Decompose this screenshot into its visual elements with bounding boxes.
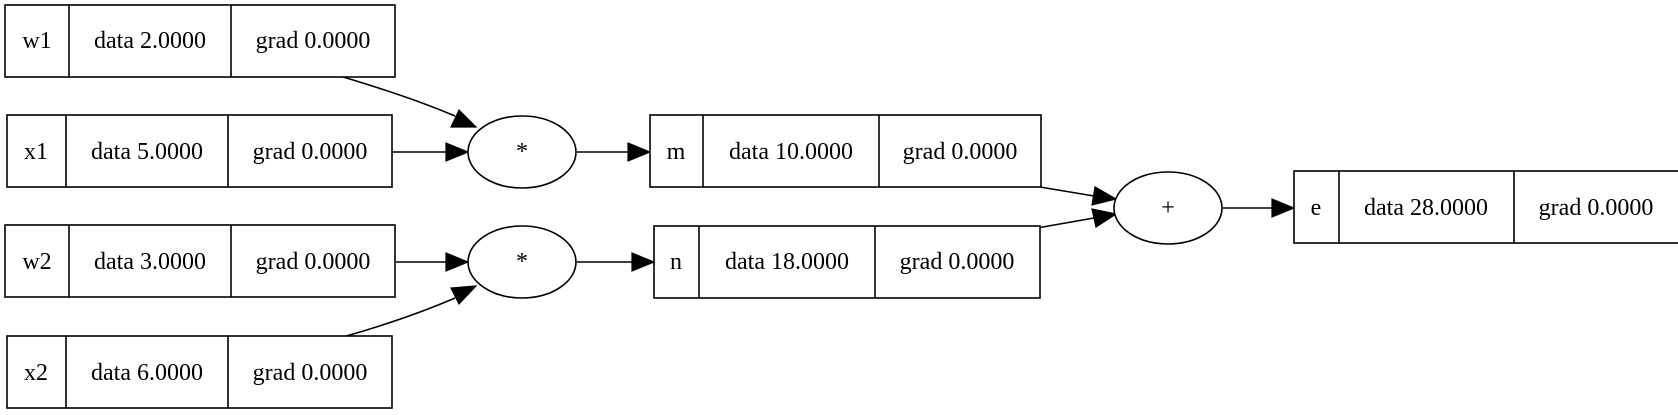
op-symbol: +	[1161, 195, 1175, 221]
node-label: x2	[24, 360, 48, 386]
node-data-value: data 10.0000	[729, 139, 853, 165]
edges	[342, 76, 1296, 338]
edge-w1-to-mul1	[342, 76, 478, 128]
node-data-value: data 6.0000	[91, 360, 203, 386]
node-grad-value: grad 0.0000	[1539, 195, 1654, 221]
node-grad-value: grad 0.0000	[253, 360, 368, 386]
node-data-value: data 2.0000	[94, 28, 206, 54]
node-n: n data 18.0000 grad 0.0000	[653, 225, 1041, 299]
op-symbol: *	[516, 249, 528, 275]
node-grad-value: grad 0.0000	[253, 139, 368, 165]
node-data-value: data 5.0000	[91, 139, 203, 165]
node-grad-value: grad 0.0000	[256, 28, 371, 54]
op-node-mul2: *	[467, 225, 577, 299]
op-symbol: *	[516, 139, 528, 165]
node-label: w1	[22, 28, 51, 54]
edge-x2-to-mul2	[342, 285, 478, 338]
node-w2: w2 data 3.0000 grad 0.0000	[4, 224, 396, 298]
edge-m-to-add	[1039, 186, 1118, 206]
node-w1: w1 data 2.0000 grad 0.0000	[4, 4, 396, 78]
node-m: m data 10.0000 grad 0.0000	[649, 114, 1042, 188]
edge-mul1-to-m	[577, 142, 652, 162]
edge-w2-to-mul2	[396, 252, 470, 272]
node-data-value: data 28.0000	[1364, 195, 1488, 221]
node-x2: x2 data 6.0000 grad 0.0000	[6, 335, 393, 409]
node-grad-value: grad 0.0000	[256, 249, 371, 275]
edge-x1-to-mul1	[393, 142, 470, 162]
edge-add-to-e	[1223, 198, 1296, 218]
node-e: e data 28.0000 grad 0.0000	[1293, 170, 1678, 244]
node-label: e	[1311, 195, 1322, 221]
edge-n-to-add	[1036, 208, 1118, 229]
node-label: w2	[22, 249, 51, 275]
node-data-value: data 3.0000	[94, 249, 206, 275]
op-node-add: +	[1113, 171, 1223, 245]
node-x1: x1 data 5.0000 grad 0.0000	[6, 114, 393, 188]
node-grad-value: grad 0.0000	[903, 139, 1018, 165]
node-data-value: data 18.0000	[725, 249, 849, 275]
node-label: x1	[24, 139, 48, 165]
node-label: m	[667, 139, 686, 165]
node-label: n	[670, 249, 682, 275]
node-grad-value: grad 0.0000	[900, 249, 1015, 275]
op-node-mul1: *	[467, 115, 577, 189]
edge-mul2-to-n	[577, 252, 656, 272]
